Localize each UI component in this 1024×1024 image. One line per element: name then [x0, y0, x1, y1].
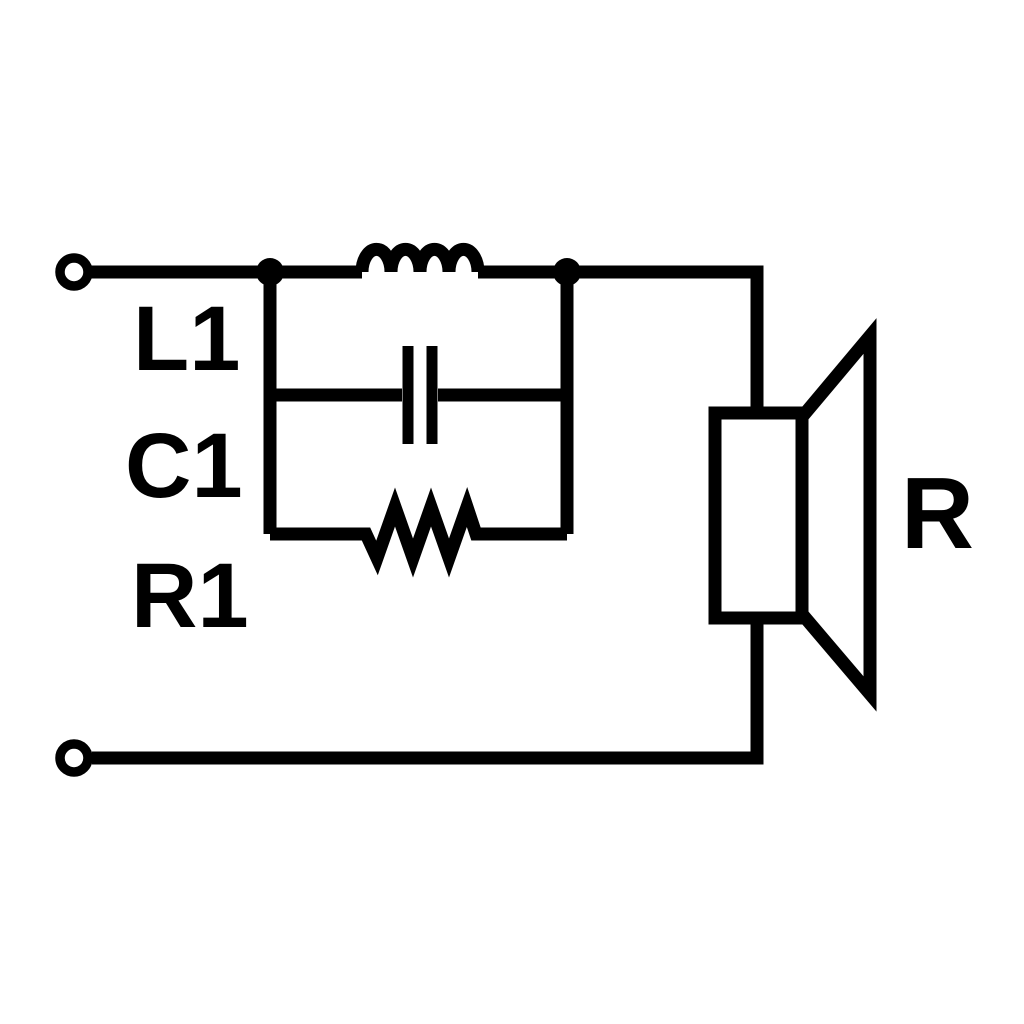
resistor-symbol: [270, 486, 567, 578]
input-terminal-top-icon: [55, 253, 93, 291]
speaker-cone: [795, 318, 877, 712]
capacitor-label: C1: [125, 415, 243, 517]
speaker-label: R: [901, 458, 974, 570]
inductor-symbol: [355, 242, 485, 273]
wire-bottom-return: [92, 618, 764, 765]
speaker-driver-box: [708, 406, 809, 625]
junction-dot-right: [553, 258, 581, 286]
junction-dot-left: [256, 258, 284, 286]
resistor-label: R1: [131, 545, 249, 647]
input-terminal-bottom-icon: [55, 739, 93, 777]
inductor-label: L1: [133, 288, 240, 390]
